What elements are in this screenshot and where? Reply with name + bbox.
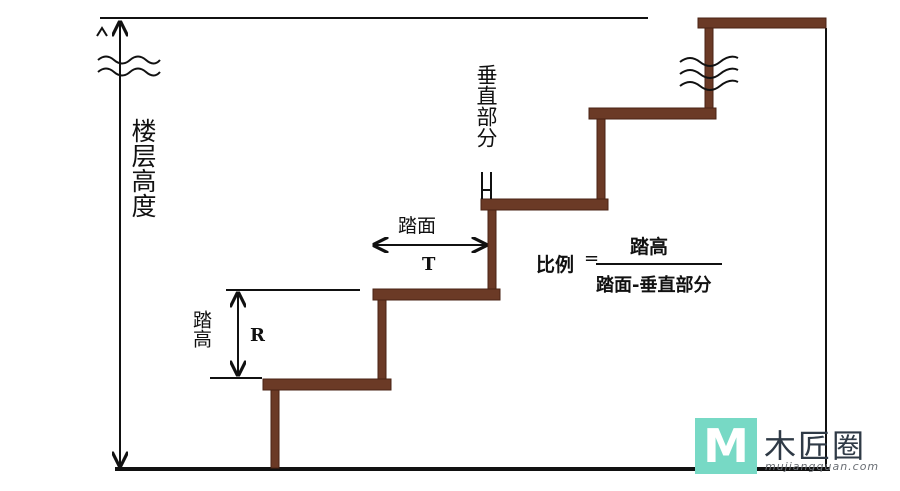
break-mark-right — [679, 55, 739, 91]
riser-4 — [596, 117, 606, 200]
watermark-url: mujiangquan.com — [765, 460, 880, 473]
riser-2 — [377, 299, 387, 381]
riser-3 — [487, 209, 497, 291]
break-mark-left — [96, 26, 161, 77]
riser-label: 踏高 — [190, 310, 212, 348]
tread-5 — [697, 17, 827, 29]
tread-4 — [588, 107, 717, 120]
riser-5 — [704, 27, 714, 111]
tread-1 — [262, 378, 392, 391]
treads — [262, 17, 827, 391]
vertical-part-label: 垂直部分 — [474, 64, 498, 148]
vertical-part-bracket — [481, 172, 492, 199]
tread-2 — [372, 288, 501, 301]
tread-3 — [480, 198, 609, 211]
tread-symbol: T — [422, 254, 436, 275]
watermark-logo — [695, 418, 757, 474]
formula-numerator: 踏高 — [630, 236, 669, 258]
watermark-name: 木匠圈 — [764, 427, 867, 465]
tread-label: 踏面 — [398, 215, 437, 237]
formula-denominator: 踏面-垂直部分 — [596, 275, 712, 296]
riser-1 — [270, 389, 280, 469]
fraction-line — [596, 263, 722, 265]
riser-symbol: R — [250, 325, 265, 346]
watermark-logo-letter: M — [703, 419, 749, 473]
ratio-label: 比例 — [536, 254, 575, 276]
equals-sign: = — [584, 248, 600, 269]
floor-height-label: 楼层高度 — [128, 118, 157, 218]
